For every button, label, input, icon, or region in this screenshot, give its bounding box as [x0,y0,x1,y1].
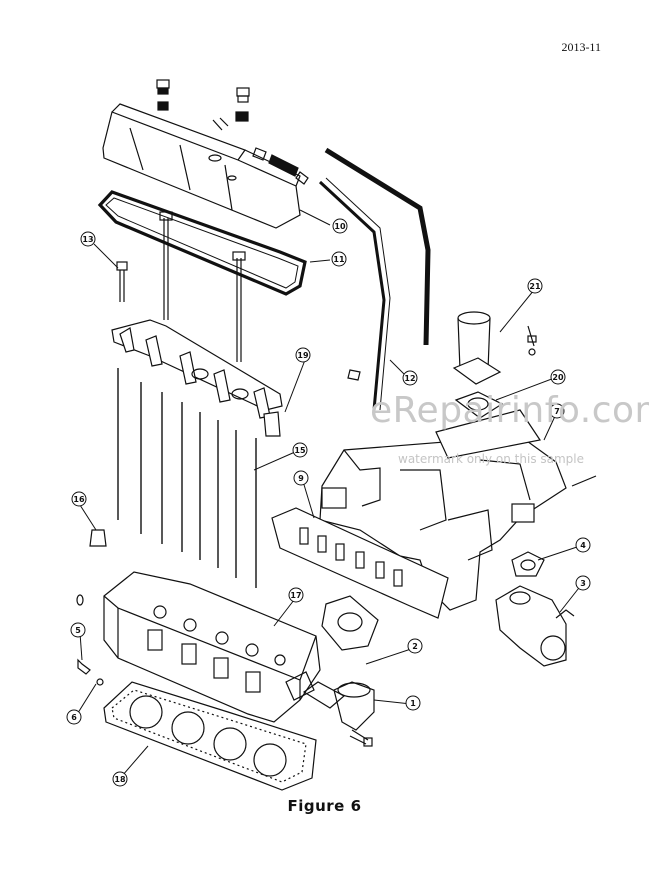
callout-13: 13 [80,231,96,247]
carb-spacer-plate [321,595,379,651]
callout-15: 15 [292,442,308,458]
cover-studs [159,211,246,362]
thermostat-housing [302,681,375,747]
svg-text:4: 4 [580,541,586,550]
callout-19: 19 [295,347,311,363]
sensor-5 [77,658,91,675]
svg-text:7: 7 [554,407,560,416]
callout-12: 12 [402,370,418,386]
callout-10: 10 [332,218,348,234]
breather-hose [252,147,309,185]
callout-16: 16 [71,491,87,507]
callout-6: 6 [66,709,82,725]
watermark-main: eRepairinfo.com [370,390,649,431]
svg-text:9: 9 [298,474,304,483]
callout-3: 3 [575,575,591,591]
leader-lines [75,209,583,777]
carburetor-elbow [495,585,575,667]
tube-12 [318,147,431,411]
svg-text:13: 13 [82,235,93,244]
callout-17: 17 [288,587,304,603]
gasket-4 [511,551,545,577]
head-gasket [103,681,317,791]
svg-text:1: 1 [410,699,416,708]
watermark-sub: watermark only on this sample [398,452,585,466]
cylinder-head [103,571,321,723]
svg-text:18: 18 [114,775,126,784]
rocker-cover [102,103,301,229]
page-code: 2013-11 [561,40,601,54]
svg-text:5: 5 [75,626,81,635]
manifold-gasket [271,507,449,619]
callout-9: 9 [293,470,309,486]
washer-6 [96,678,104,686]
svg-text:10: 10 [334,222,346,231]
gasket-20 [454,391,504,419]
callout-21: 21 [527,278,543,294]
callout-5: 5 [70,622,86,638]
svg-text:20: 20 [552,373,564,382]
plug-16 [89,529,107,547]
riser-tube-21 [452,311,537,385]
push-rods [117,368,257,588]
callout-1: 1 [405,695,421,711]
svg-text:2: 2 [412,642,418,651]
callout-4: 4 [575,537,591,553]
svg-text:11: 11 [333,255,345,264]
rocker-arm-assembly [111,319,283,437]
svg-text:16: 16 [73,495,85,504]
callout-20: 20 [550,369,566,385]
callout-11: 11 [331,251,347,267]
callouts: 10 11 13 19 15 9 16 17 12 21 20 7 4 3 2 … [66,218,591,787]
svg-text:15: 15 [294,446,306,455]
svg-text:17: 17 [290,591,301,600]
svg-text:12: 12 [404,374,415,383]
rocker-cover-gasket [97,190,307,296]
callout-18: 18 [112,771,128,787]
cover-nuts [156,79,250,131]
svg-text:19: 19 [297,351,309,360]
callout-7: 7 [549,403,565,419]
manifold [319,409,567,611]
bolt-13 [116,261,128,302]
svg-text:21: 21 [529,282,541,291]
svg-text:3: 3 [580,579,586,588]
figure-caption: Figure 6 [287,797,362,815]
svg-text:6: 6 [71,713,77,722]
callout-2: 2 [407,638,423,654]
